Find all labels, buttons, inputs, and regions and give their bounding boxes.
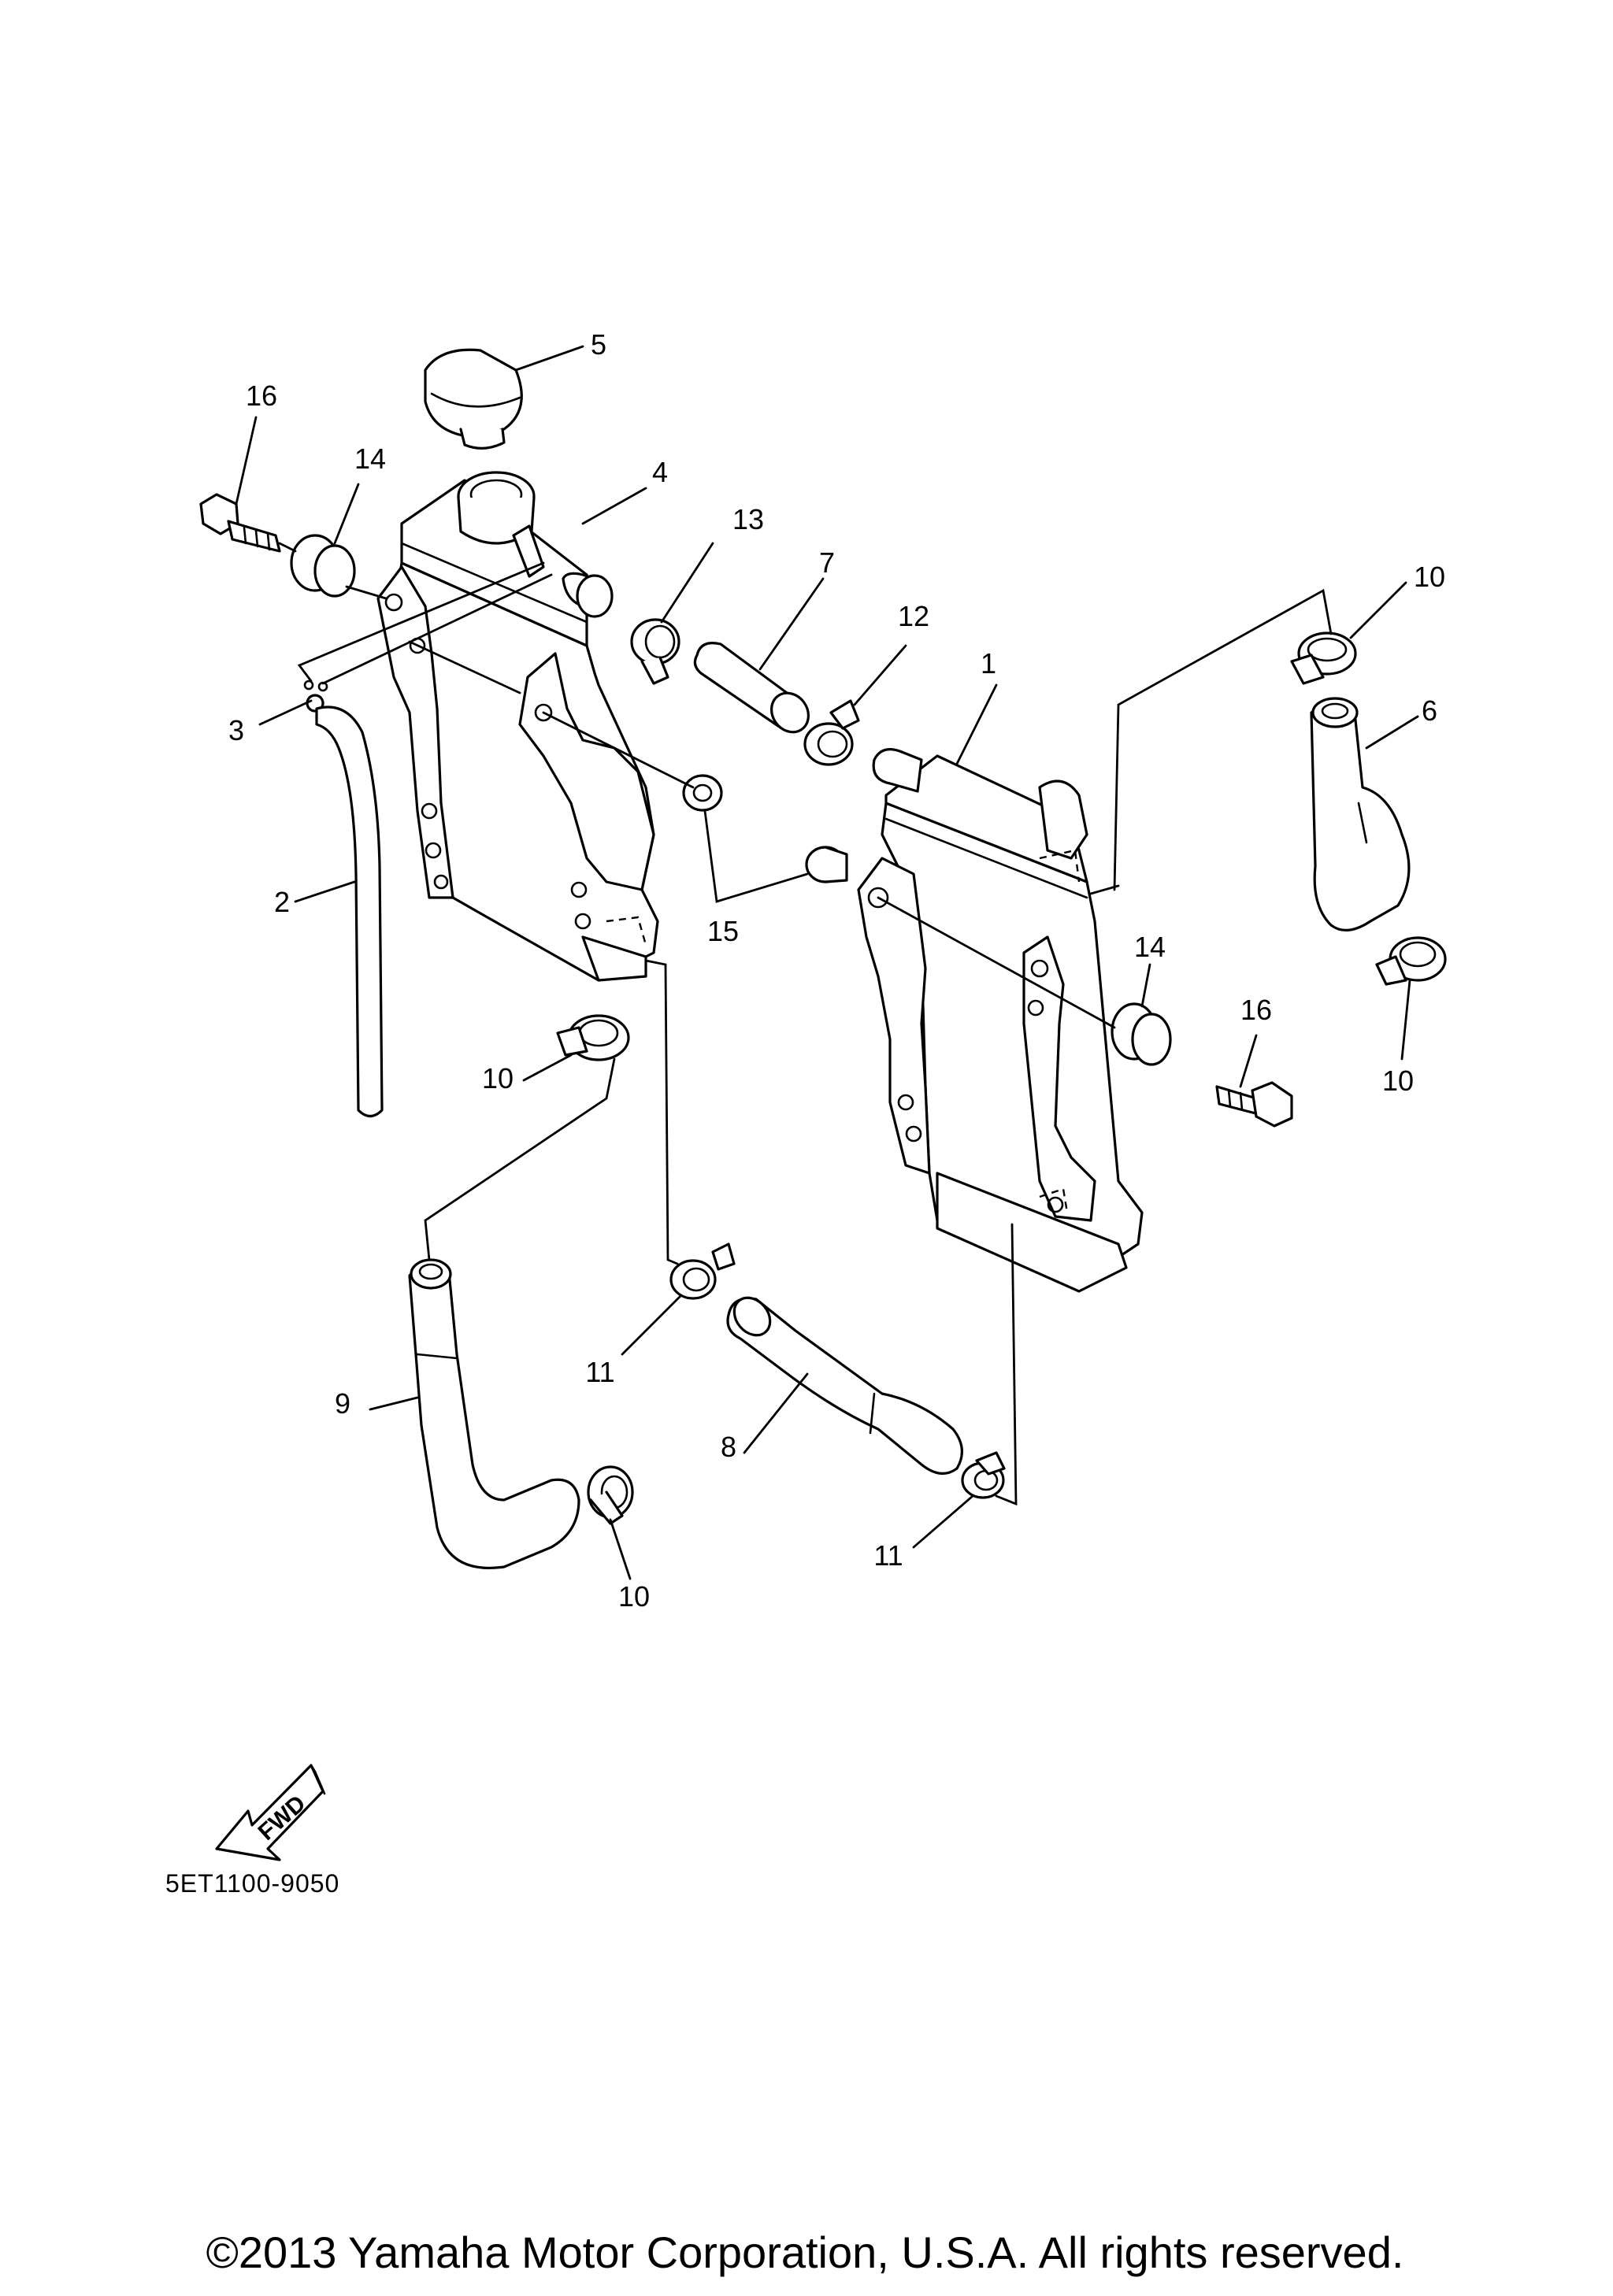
clamp-10-bottom [587, 1465, 634, 1525]
callout-14-left: 14 [354, 443, 386, 475]
callout-4: 4 [652, 456, 668, 488]
clamp-11-lower [961, 1451, 1006, 1499]
bolt-left [199, 493, 281, 553]
callout-5: 5 [591, 328, 606, 361]
callout-13: 13 [732, 503, 764, 535]
callout-15: 15 [707, 915, 739, 947]
callout-10-bottom: 10 [618, 1580, 650, 1613]
hose-9 [408, 1258, 580, 1569]
callout-11-upper: 11 [585, 1356, 614, 1388]
callout-12: 12 [898, 600, 929, 632]
grommet-right [1111, 1002, 1172, 1066]
callout-2: 2 [274, 886, 290, 918]
copyright-notice: ©2013 Yamaha Motor Corporation, U.S.A. A… [206, 2227, 1404, 2277]
callout-6: 6 [1422, 694, 1437, 727]
clamp-11-upper [669, 1242, 736, 1300]
hose-2 [315, 705, 384, 1118]
clamp-10-left [556, 1014, 630, 1061]
clamp-10-right [1375, 936, 1447, 986]
left-radiator [376, 471, 659, 982]
callout-3: 3 [228, 714, 244, 746]
leader-lines [235, 345, 1419, 1580]
hose-8 [726, 1296, 963, 1475]
grommet-left [290, 534, 356, 598]
callout-16-right: 16 [1240, 994, 1272, 1026]
clamp-10-top-right [1290, 631, 1357, 685]
callout-9: 9 [335, 1387, 350, 1420]
hose-7 [693, 642, 810, 734]
callout-10-left: 10 [482, 1062, 514, 1094]
callout-7: 7 [819, 546, 835, 579]
clamp-12 [803, 699, 860, 766]
callout-numbers: 1 2 3 4 5 6 7 8 9 10 10 10 10 11 11 12 1… [228, 328, 1445, 1613]
callout-1: 1 [981, 647, 996, 680]
collar-right [805, 846, 848, 883]
callout-14-right: 14 [1134, 931, 1166, 963]
hose-6 [1310, 697, 1411, 931]
callout-16-left: 16 [246, 380, 277, 412]
callout-11-lower: 11 [873, 1539, 903, 1572]
diagram-code: 5ET1100-9050 [165, 1869, 339, 1898]
callout-10-top-right: 10 [1414, 561, 1445, 593]
callout-8: 8 [721, 1431, 736, 1463]
radiator-cap [424, 348, 523, 450]
right-radiator [857, 748, 1144, 1293]
fwd-arrow-icon: FWD [215, 1764, 326, 1861]
collar-left [682, 774, 723, 812]
bolt-right [1215, 1081, 1293, 1128]
clamp-13 [630, 618, 680, 685]
callout-10-right: 10 [1382, 1065, 1414, 1097]
